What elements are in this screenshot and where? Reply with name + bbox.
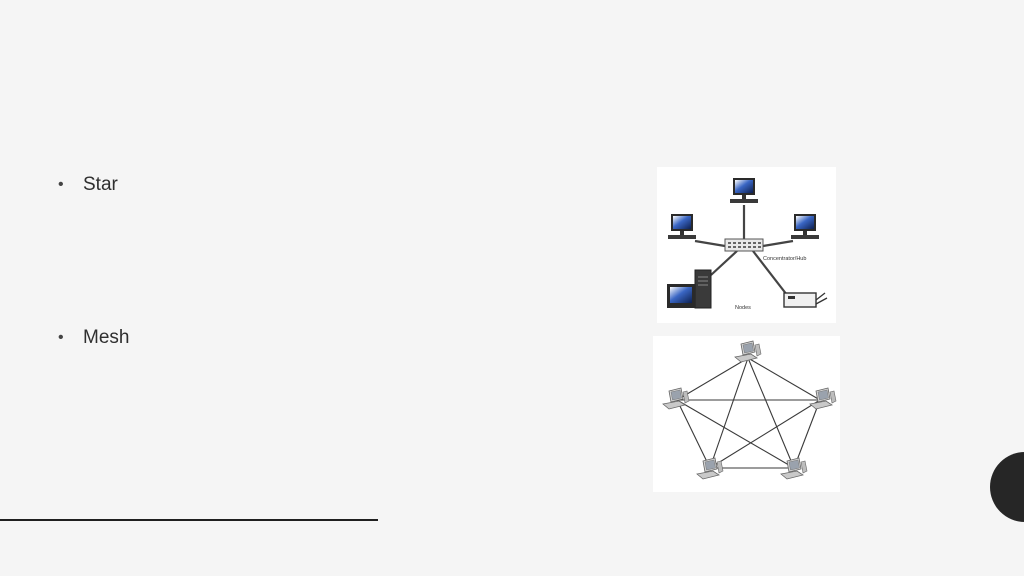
hub-icon <box>724 238 764 252</box>
computer-icon-right <box>791 214 819 239</box>
mesh-node-icon-bottom-left <box>696 457 724 480</box>
mesh-node-icon-top <box>734 340 762 363</box>
footer-rule <box>0 519 378 521</box>
star-topology-diagram: Concentrator/Hub Nodes <box>657 167 836 323</box>
mesh-node-icon-left <box>662 387 690 410</box>
decorative-circle <box>990 452 1024 522</box>
mesh-node-icon-right <box>809 387 837 410</box>
printer-icon <box>783 292 828 308</box>
bullet-mesh-label: Mesh <box>83 327 130 348</box>
bullet-star-label: Star <box>83 174 118 195</box>
bullet-star: • Star <box>58 174 118 196</box>
hub-label: Concentrator/Hub <box>763 256 806 262</box>
bullet-dot: • <box>58 329 64 346</box>
nodes-label: Nodes <box>735 305 751 311</box>
computer-icon-top <box>730 178 758 203</box>
workstation-icon <box>667 269 712 309</box>
bullet-dot: • <box>58 176 64 193</box>
bullet-mesh: • Mesh <box>58 327 129 349</box>
mesh-topology-diagram <box>653 336 840 492</box>
computer-icon-left <box>668 214 696 239</box>
